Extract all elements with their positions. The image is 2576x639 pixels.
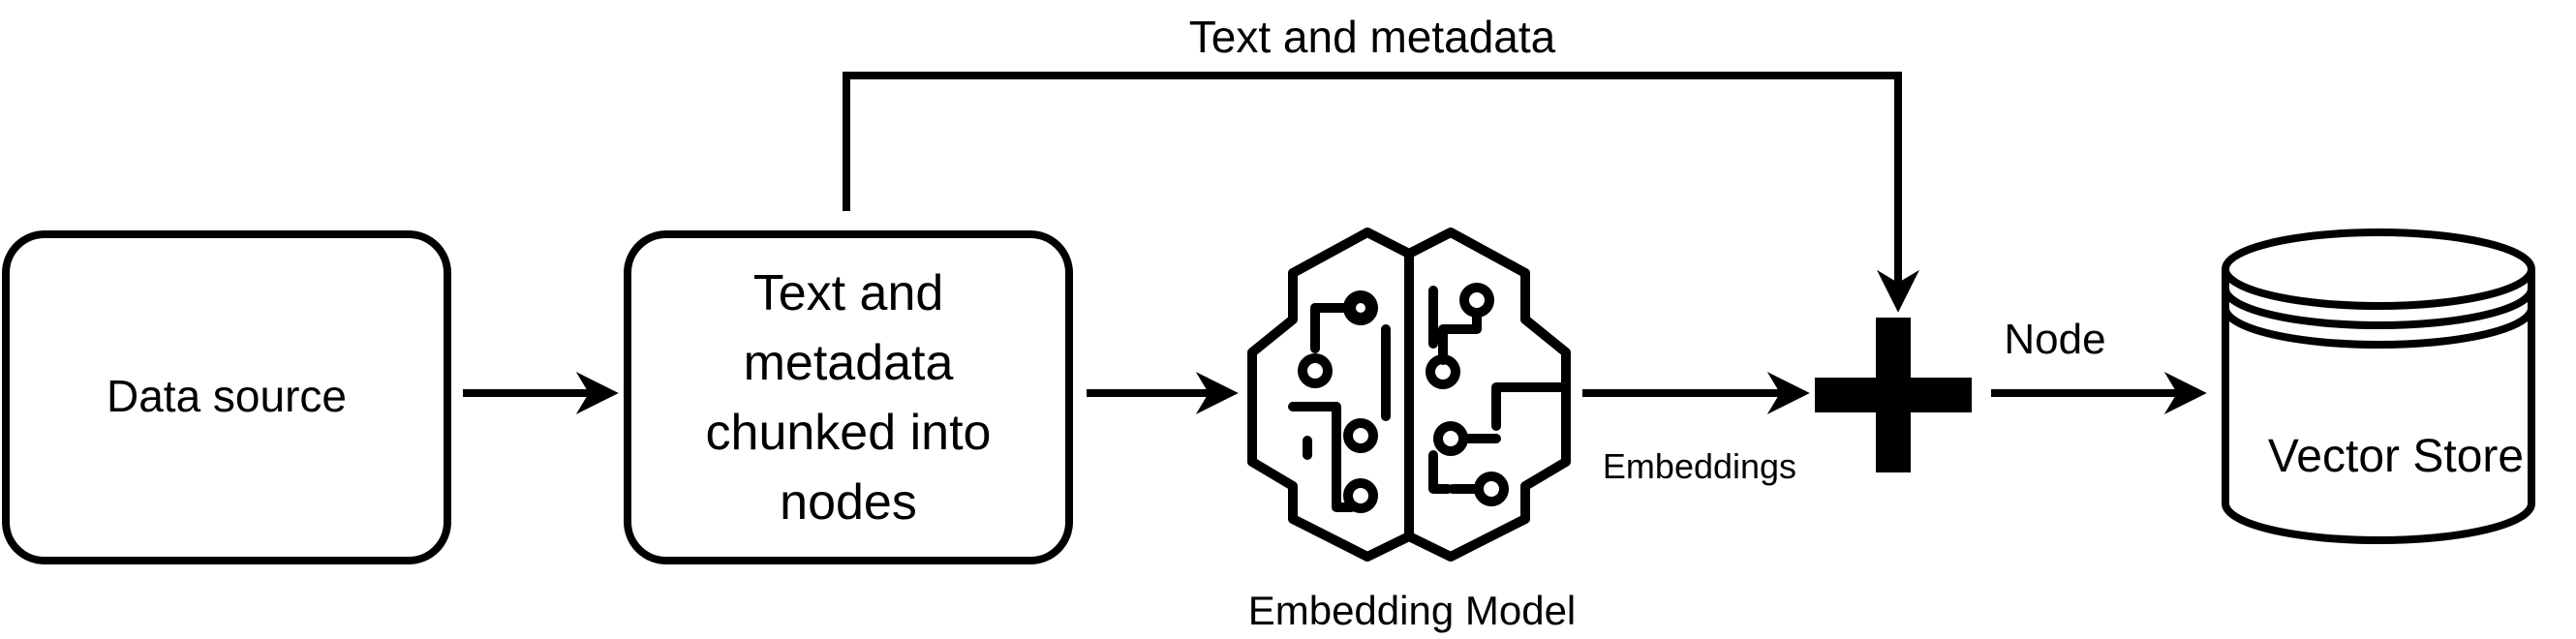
arrow-chunker-to-plus-top [843,72,1919,313]
chunker-node: Text and metadata chunked into nodes [624,230,1073,564]
brain-circuit-icon [1247,228,1571,562]
node-edge-label: Node [2004,316,2105,363]
plus-icon [1815,318,1972,472]
chunker-label-line-1: Text and [753,265,944,321]
vector-store-label: Vector Store [2268,431,2524,482]
chunker-label-line-3: chunked into [706,405,992,461]
embedding-model-label: Embedding Model [1248,588,1577,633]
chunker-label-line-2: metadata [744,335,954,391]
database-cylinder-icon [2222,228,2535,544]
embeddings-edge-label: Embeddings [1603,446,1796,486]
chunker-label-line-4: nodes [780,474,917,531]
text-and-metadata-edge-label: Text and metadata [1189,12,1556,62]
data-source-node: Data source [2,230,451,564]
data-source-label: Data source [107,371,347,421]
